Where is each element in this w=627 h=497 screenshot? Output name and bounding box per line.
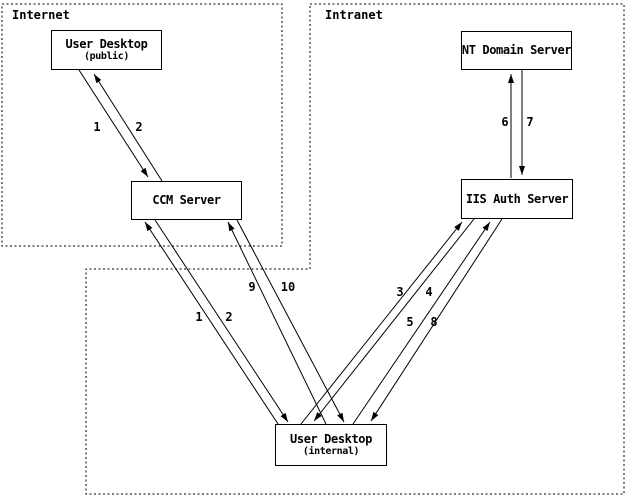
node-subtitle: (public) xyxy=(84,51,129,62)
edge-line-step-4-iis-auth-server-to-user-desktop-internal xyxy=(313,218,475,422)
node-title: User Desktop xyxy=(65,37,148,51)
edge-label-step-5: 5 xyxy=(406,315,414,329)
edge-line-step-2-ccm-server-to-user-desktop-public xyxy=(93,73,163,182)
edge-line-step-8-iis-auth-server-to-user-desktop-internal xyxy=(370,218,503,422)
intranet-zone-outline xyxy=(85,3,625,495)
edge-label-step-8: 8 xyxy=(430,315,438,329)
edge-label-step-2: 2 xyxy=(225,310,233,324)
node-title: IIS Auth Server xyxy=(465,191,569,206)
node-title: NT Domain Server xyxy=(461,43,572,57)
edge-line-step-5-user-desktop-internal-to-iis-auth-server xyxy=(352,221,491,425)
node-user-desktop-internal: User Desktop (internal) xyxy=(275,424,387,466)
edge-label-step-1: 1 xyxy=(195,310,203,324)
edge-line-step-2-ccm-server-to-user-desktop-internal xyxy=(154,219,289,423)
edge-line-step-9-user-desktop-internal-to-ccm-server xyxy=(227,221,327,425)
zone-label-intranet: Intranet xyxy=(325,8,383,22)
node-title: CCM Server xyxy=(152,193,221,207)
edge-line-step-10-ccm-server-to-user-desktop-internal xyxy=(236,219,345,423)
edge-label-step-9: 9 xyxy=(248,280,256,294)
node-subtitle: (internal) xyxy=(302,446,360,457)
edge-label-step-4: 4 xyxy=(425,285,433,299)
edge-label-step-3: 3 xyxy=(396,285,404,299)
edge-label-step-10: 10 xyxy=(280,280,296,294)
edge-label-step-2: 2 xyxy=(135,120,143,134)
internet-zone-outline xyxy=(1,3,283,247)
edge-line-step-1-user-desktop-public-to-ccm-server xyxy=(78,69,149,178)
node-nt-domain-server: NT Domain Server xyxy=(461,31,572,70)
node-ccm-server: CCM Server xyxy=(131,181,242,220)
edge-label-step-1: 1 xyxy=(93,120,101,134)
zone-label-internet: Internet xyxy=(12,8,70,22)
edge-label-step-7: 7 xyxy=(526,115,534,129)
edge-line-step-1-user-desktop-internal-to-ccm-server xyxy=(144,221,279,425)
node-user-desktop-public: User Desktop (public) xyxy=(51,30,162,70)
edge-line-step-3-user-desktop-internal-to-iis-auth-server xyxy=(300,221,463,425)
node-title: User Desktop xyxy=(290,432,372,446)
node-iis-auth-server: IIS Auth Server xyxy=(461,179,573,219)
edge-label-step-6: 6 xyxy=(501,115,509,129)
